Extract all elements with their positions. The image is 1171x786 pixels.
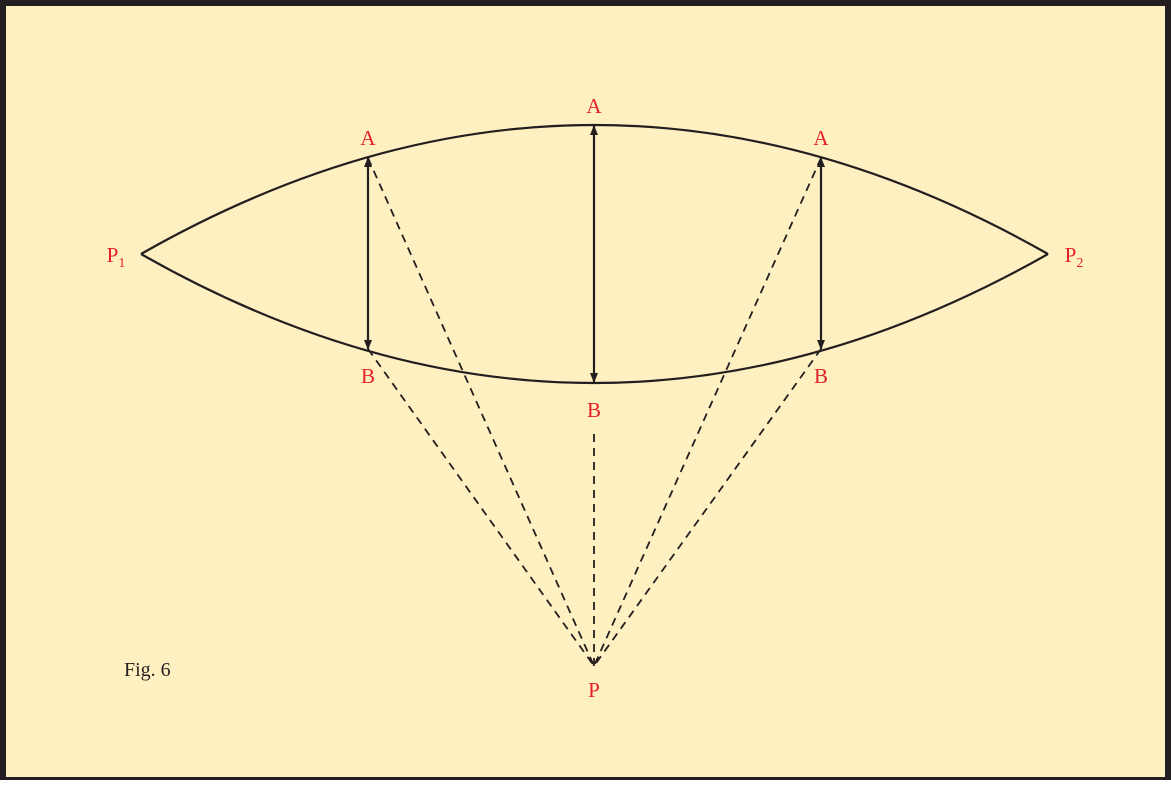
label-p: P xyxy=(588,678,600,702)
label-a-center: A xyxy=(586,94,602,118)
label-p2: P2 xyxy=(1065,243,1084,271)
dashed-line-a-right xyxy=(593,157,822,667)
projection-lines xyxy=(367,157,822,667)
dashed-line-b-right xyxy=(593,348,822,667)
label-p1: P1 xyxy=(107,243,126,271)
label-a-left: A xyxy=(360,126,376,150)
lower-arc xyxy=(140,253,1049,385)
dashed-line-a-left xyxy=(367,157,595,667)
label-a-right: A xyxy=(813,126,829,150)
label-b-left: B xyxy=(361,364,375,388)
lens-diagram: P1 P2 A A A B B B P Fig. 6 xyxy=(107,94,1084,702)
label-b-center: B xyxy=(587,398,601,422)
figure-caption: Fig. 6 xyxy=(124,659,171,681)
label-b-right: B xyxy=(814,364,828,388)
dashed-line-b-left xyxy=(367,348,595,667)
